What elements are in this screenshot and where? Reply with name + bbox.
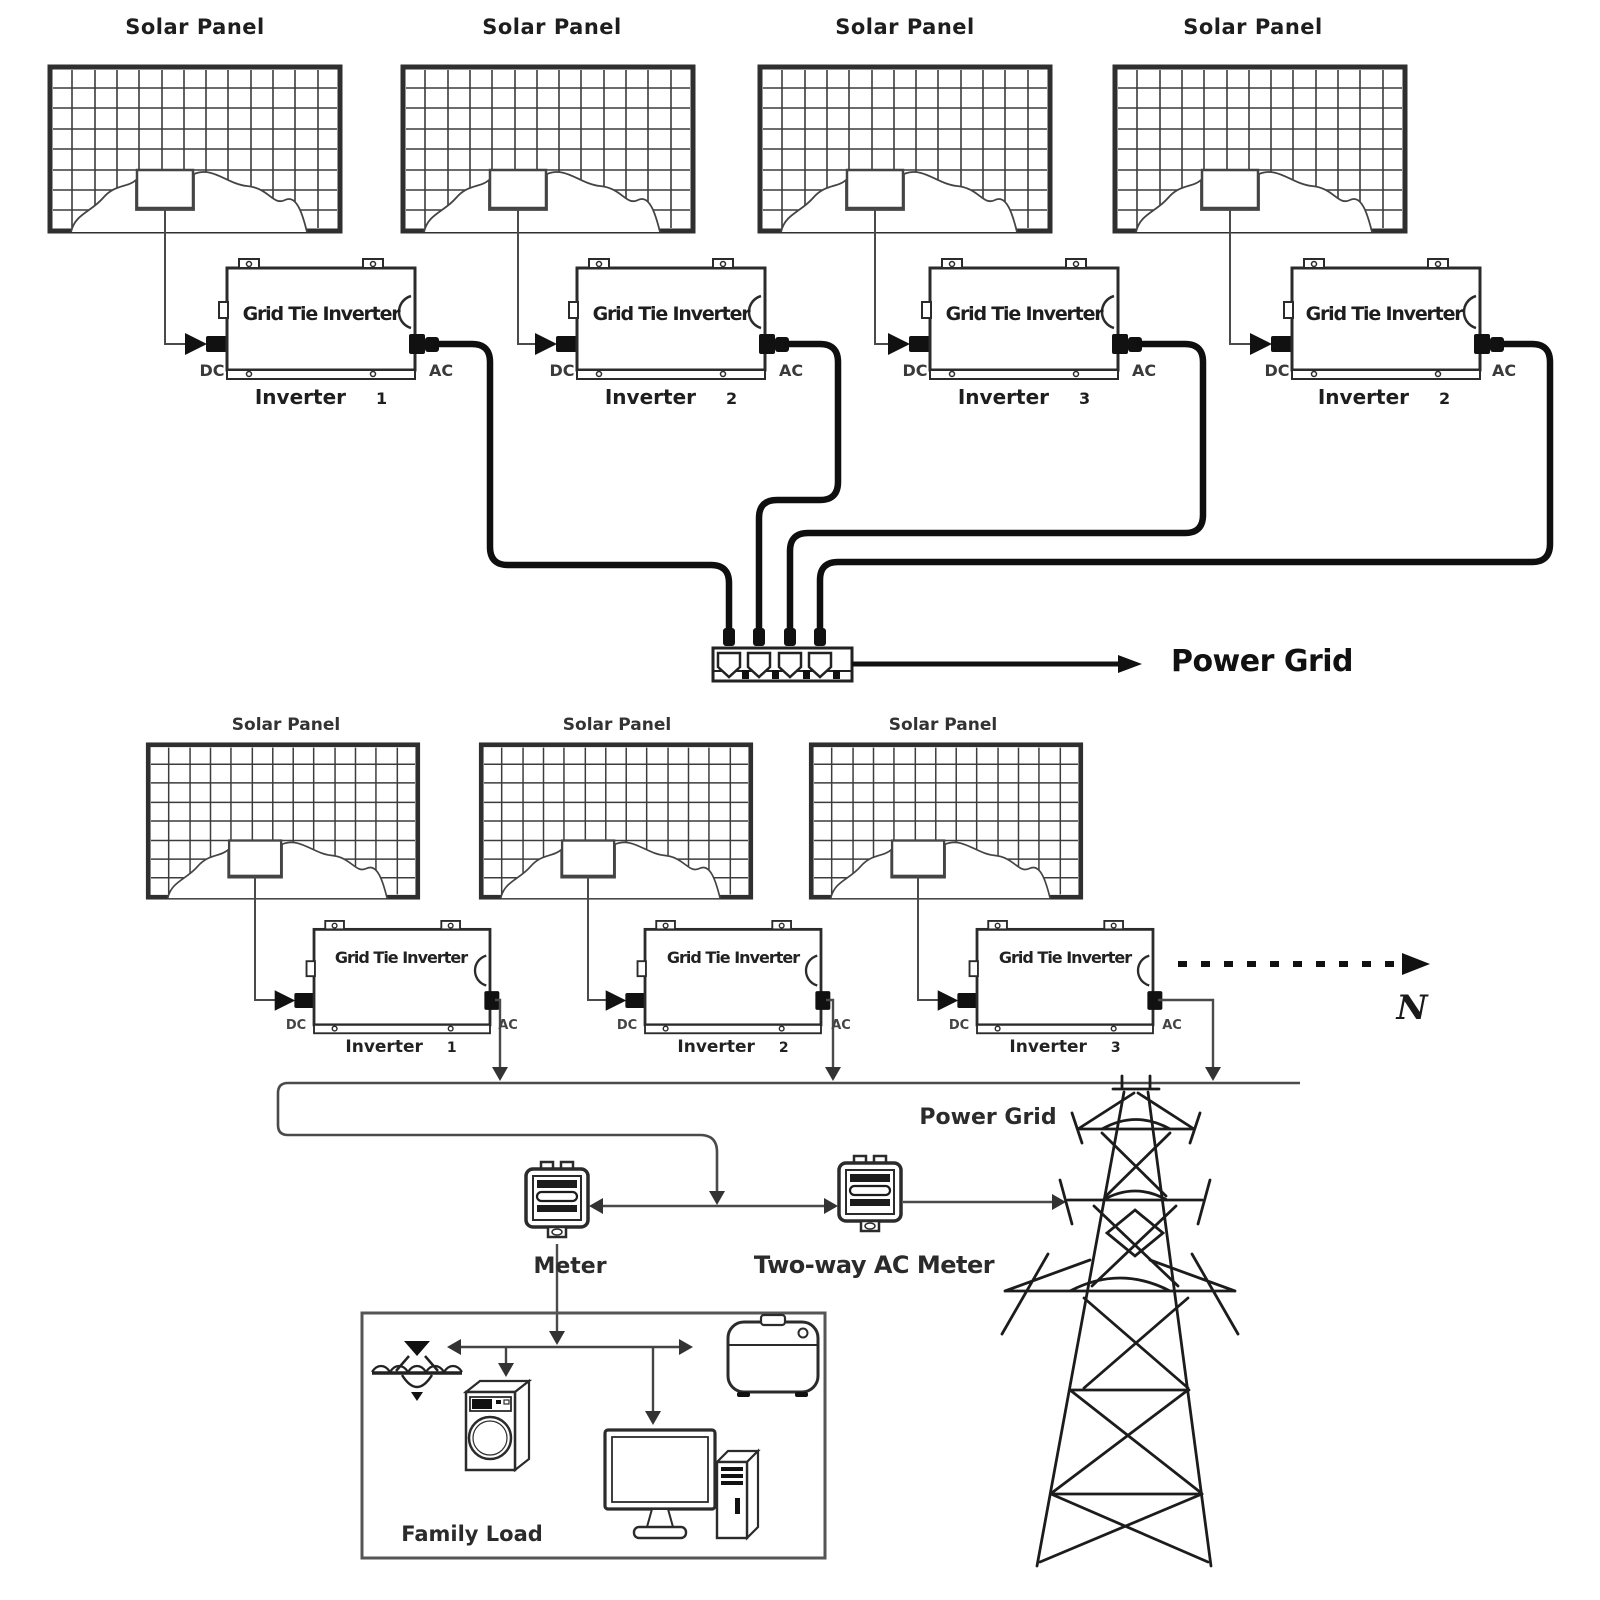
dc-wire	[164, 208, 1251, 345]
power-grid-label: Power Grid	[919, 1105, 1057, 1130]
computer-icon	[603, 1428, 761, 1541]
meter-wires	[555, 1200, 1052, 1332]
dc-label: DC	[549, 361, 575, 380]
north-arrow-icon	[1178, 953, 1430, 975]
inverter-title: Grid Tie Inverter	[1305, 303, 1464, 325]
dc-label: DC	[616, 1018, 638, 1033]
solar-panel-label: Solar Panel	[482, 15, 622, 39]
family-load-label: Family Load	[401, 1522, 543, 1546]
ac-label: AC	[1491, 361, 1517, 380]
inverter-box-icon	[273, 919, 1164, 1035]
wire-arrowhead	[492, 1067, 1221, 1081]
solar-panel-label: Solar Panel	[125, 15, 265, 39]
inverter-number: 2	[778, 1040, 789, 1056]
inverter-word: Inverter	[677, 1037, 755, 1057]
two-way-meter-label: Two-way AC Meter	[753, 1251, 995, 1279]
ac-plug-icon	[425, 337, 1504, 352]
family-load-wires	[459, 1345, 681, 1412]
inverter-word: Inverter	[254, 385, 346, 409]
inverter-title: Grid Tie Inverter	[666, 948, 800, 967]
ac-label: AC	[428, 361, 454, 380]
inverter-title: Grid Tie Inverter	[334, 948, 468, 967]
inverter-number: 1	[376, 389, 388, 408]
inverter-label: Inverter 2	[605, 386, 737, 408]
ac-label: AC	[1131, 361, 1157, 380]
north-label: N	[1396, 988, 1428, 1028]
solar-panel-label: Solar Panel	[835, 15, 975, 39]
solar-panel-label: Solar Panel	[231, 715, 341, 735]
inverter-number: 3	[1110, 1040, 1121, 1056]
family-load-box	[360, 1311, 827, 1560]
washing-machine-icon	[462, 1378, 533, 1473]
inverter-label: Inverter 1	[345, 1038, 456, 1057]
meter-icon	[524, 1160, 590, 1239]
solar-panel-label: Solar Panel	[1183, 15, 1323, 39]
bus-line	[276, 1081, 1300, 1205]
inverter-label: Inverter 1	[255, 386, 387, 408]
inverter-word: Inverter	[345, 1037, 423, 1057]
rice-cooker-icon	[726, 1313, 820, 1397]
dc-label: DC	[948, 1018, 970, 1033]
inverter-title: Grid Tie Inverter	[242, 303, 401, 325]
inverter-number: 1	[446, 1040, 457, 1056]
inverter-label: Inverter 3	[958, 386, 1090, 408]
two-way-meter-icon	[837, 1154, 903, 1233]
dc-label: DC	[1264, 361, 1290, 380]
ac-cable	[433, 340, 1554, 646]
chandelier-icon	[371, 1341, 463, 1401]
solar-panel-icon	[148, 745, 1081, 898]
dc-wire	[254, 876, 939, 1001]
ac-label: AC	[1162, 1018, 1182, 1033]
inverter-number: 3	[1079, 389, 1091, 408]
dc-label: DC	[199, 361, 225, 380]
meter-label: Meter	[533, 1254, 607, 1279]
solar-panel-label: Solar Panel	[888, 715, 998, 735]
meter-wire-arrowheads	[549, 1194, 1066, 1345]
power-strip-icon	[711, 646, 854, 683]
cable-plug-icon	[723, 628, 826, 646]
family-load-arrowheads	[447, 1339, 693, 1425]
ac-wire	[495, 998, 1215, 1068]
solar-panel-label: Solar Panel	[562, 715, 672, 735]
dc-label: DC	[285, 1018, 307, 1033]
inverter-label: Inverter 2	[677, 1038, 788, 1057]
dc-label: DC	[902, 361, 928, 380]
inverter-word: Inverter	[604, 385, 696, 409]
ac-label: AC	[778, 361, 804, 380]
solar-panel-icon	[50, 67, 1405, 232]
inverter-label: Inverter 3	[1009, 1038, 1120, 1057]
ac-label: AC	[831, 1018, 851, 1033]
power-grid-label: Power Grid	[1170, 644, 1354, 679]
inverter-title: Grid Tie Inverter	[998, 948, 1132, 967]
inverter-number: 2	[1439, 389, 1451, 408]
ac-label: AC	[498, 1018, 518, 1033]
power-grid-arrow	[852, 655, 1142, 673]
inverter-title: Grid Tie Inverter	[945, 303, 1104, 325]
transmission-tower-icon	[1000, 1074, 1240, 1568]
inverter-word: Inverter	[1009, 1037, 1087, 1057]
inverter-label: Inverter 2	[1318, 386, 1450, 408]
inverter-title: Grid Tie Inverter	[592, 303, 751, 325]
inverter-number: 2	[726, 389, 738, 408]
inverter-word: Inverter	[1317, 385, 1409, 409]
inverter-word: Inverter	[957, 385, 1049, 409]
